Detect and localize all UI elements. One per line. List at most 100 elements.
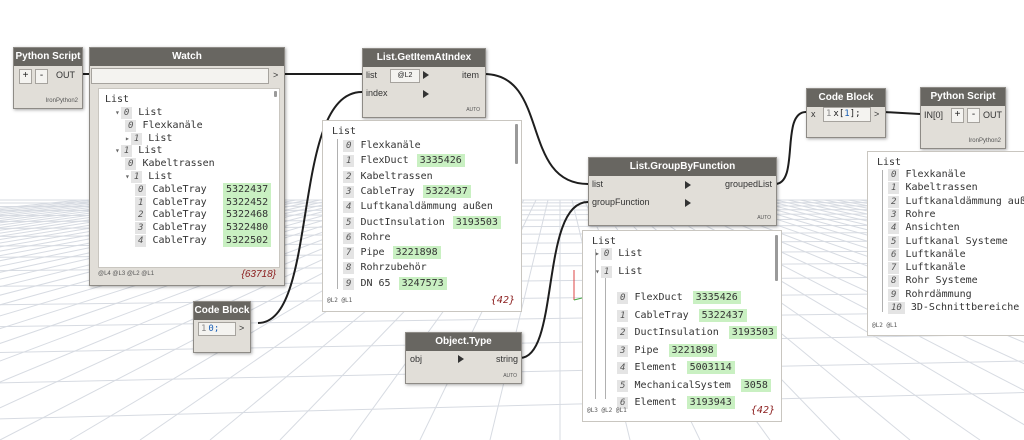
collapse-icon[interactable]: ▾ <box>115 146 120 156</box>
element-id-badge[interactable]: 3335426 <box>692 291 741 304</box>
scrollbar[interactable] <box>274 91 277 97</box>
input-port-index[interactable]: index <box>366 88 388 98</box>
element-id-badge[interactable]: 3193503 <box>728 326 777 339</box>
python-script-node-2[interactable]: Python Script IN[0] + - OUT IronPython2 <box>920 87 1006 149</box>
list-item[interactable]: ▾0 List <box>115 106 279 120</box>
lacing-selector[interactable]: @L2 <box>390 69 420 83</box>
list-item[interactable]: 7 Luftkanäle <box>888 261 1024 275</box>
get-item-at-index-node[interactable]: List.GetItemAtIndex list @L2 item index … <box>362 48 486 118</box>
element-id-badge[interactable]: 3247573 <box>398 276 447 290</box>
list-item[interactable]: 0 Kabeltrassen <box>125 157 279 171</box>
list-item[interactable]: ▾1 List <box>115 144 279 158</box>
list-item[interactable]: 0 Flexkanäle <box>125 119 279 133</box>
object-type-node[interactable]: Object.Type obj string AUTO <box>405 332 522 384</box>
list-item[interactable]: 0 Flexkanäle <box>888 168 1024 182</box>
output-port-item[interactable]: item <box>461 70 479 80</box>
output-port-arrow[interactable]: > <box>273 70 279 80</box>
output-port[interactable]: > <box>874 109 880 119</box>
scrollbar[interactable] <box>775 235 778 281</box>
group-by-function-node[interactable]: List.GroupByFunction list groupedList gr… <box>588 157 777 226</box>
element-id-badge[interactable]: 5322437 <box>422 184 471 198</box>
list-item[interactable]: 10 3D-Schnittbereiche <box>888 301 1024 315</box>
list-item[interactable]: 1 Kabeltrassen <box>888 181 1024 195</box>
add-input-button[interactable]: + <box>951 108 964 123</box>
element-id-badge[interactable]: 5322480 <box>223 221 272 235</box>
remove-input-button[interactable]: - <box>967 108 980 123</box>
element-id-badge[interactable]: 3058 <box>740 378 771 392</box>
element-id-badge[interactable]: 3221898 <box>392 246 441 260</box>
output-port-grouped-list[interactable]: groupedList <box>724 179 772 189</box>
list-item[interactable]: ▾1 List <box>595 265 781 279</box>
input-port-group-function[interactable]: groupFunction <box>592 197 650 207</box>
input-port-x[interactable]: x <box>811 109 816 119</box>
output-port[interactable]: > <box>239 323 245 333</box>
list-item[interactable]: ▸1 List <box>125 132 279 146</box>
list-item[interactable]: 2 Kabeltrassen <box>343 170 521 184</box>
list-item[interactable]: 0 Flexkanäle <box>343 139 521 153</box>
collapse-icon[interactable]: ▾ <box>595 266 600 276</box>
element-id-badge[interactable]: 5322452 <box>223 195 272 209</box>
input-port-list[interactable]: list <box>366 70 377 80</box>
list-item[interactable]: 8 Rohrzubehör <box>343 261 521 275</box>
output-port-out[interactable]: OUT <box>56 70 75 80</box>
list-item[interactable]: 4 Luftkanaldämmung außen <box>343 200 521 214</box>
scrollbar[interactable] <box>515 124 518 164</box>
list-item[interactable]: 2 Luftkanaldämmung außen <box>888 195 1024 209</box>
python-script-node-1[interactable]: Python Script + - OUT IronPython2 <box>13 47 83 109</box>
list-item[interactable]: 5 Luftkanal Systeme <box>888 235 1024 249</box>
element-id-badge[interactable]: 5003114 <box>686 361 735 374</box>
element-id-badge[interactable]: 5322502 <box>223 234 272 247</box>
list-item[interactable]: 6 Rohre <box>343 231 521 245</box>
add-input-button[interactable]: + <box>19 69 32 84</box>
element-id-badge[interactable]: 5322437 <box>698 308 747 322</box>
element-id-badge[interactable]: 3193503 <box>452 215 501 229</box>
element-id-badge[interactable]: 3335426 <box>416 154 465 168</box>
list-item[interactable]: ▸0 List <box>595 247 781 261</box>
input-port-in0[interactable]: IN[0] <box>924 110 944 120</box>
input-port-obj[interactable]: obj <box>410 354 423 364</box>
element-id-badge[interactable]: 3221898 <box>668 343 717 357</box>
collapse-icon[interactable]: ▾ <box>125 172 130 181</box>
list-item[interactable]: 3 Rohre <box>888 208 1024 222</box>
list-item[interactable]: ▾1 List <box>125 170 279 184</box>
list-item[interactable]: 6 Luftkanäle <box>888 248 1024 262</box>
element-id-badge[interactable]: 5322437 <box>223 182 272 196</box>
collapse-icon[interactable]: ▾ <box>115 108 120 117</box>
list-item[interactable]: 4 Ansichten <box>888 221 1024 235</box>
list-item[interactable]: 8 Rohr Systeme <box>888 274 1024 288</box>
list-item[interactable]: 9 Rohrdämmung <box>888 288 1024 302</box>
watch-input-port[interactable] <box>91 68 269 84</box>
output-port-string[interactable]: string <box>495 354 518 364</box>
output-port-out[interactable]: OUT <box>983 110 1002 120</box>
input-port-list[interactable]: list <box>592 179 603 189</box>
expand-icon[interactable]: ▸ <box>125 133 130 143</box>
remove-input-button[interactable]: - <box>35 69 48 84</box>
expand-icon[interactable]: ▸ <box>595 249 600 258</box>
